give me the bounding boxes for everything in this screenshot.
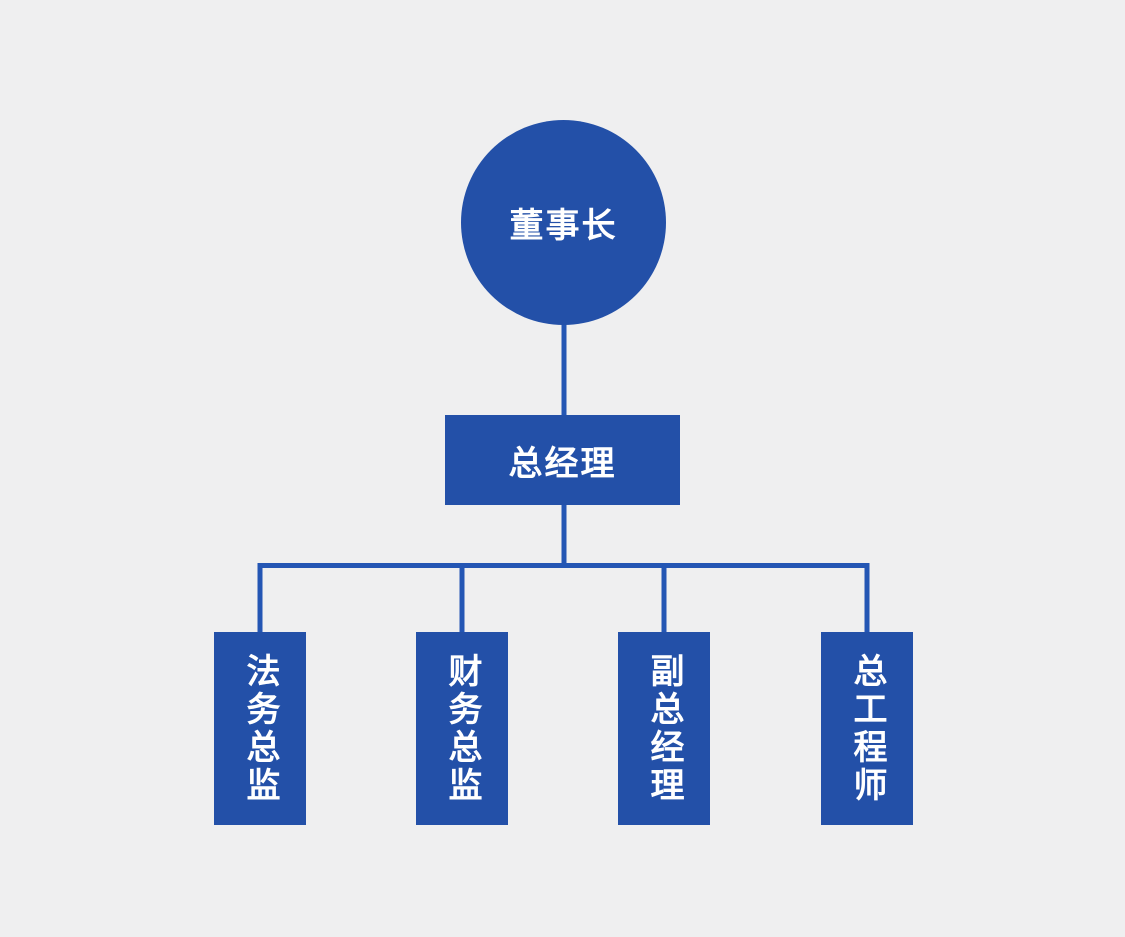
- node-chief-engineer: 总工程师: [821, 632, 913, 825]
- node-general-manager-label: 总经理: [508, 444, 617, 483]
- node-chairman: 董事长: [461, 120, 666, 325]
- node-finance-director-label: 财务总监: [443, 652, 481, 805]
- node-general-manager: 总经理: [445, 415, 680, 505]
- node-deputy-general-manager: 副总经理: [618, 632, 710, 825]
- node-chief-engineer-label: 总工程师: [848, 652, 886, 805]
- node-deputy-general-manager-label: 副总经理: [645, 652, 683, 805]
- node-finance-director: 财务总监: [416, 632, 508, 825]
- node-legal-director-label: 法务总监: [241, 652, 279, 805]
- node-chairman-label: 董事长: [509, 207, 618, 245]
- node-legal-director: 法务总监: [214, 632, 306, 825]
